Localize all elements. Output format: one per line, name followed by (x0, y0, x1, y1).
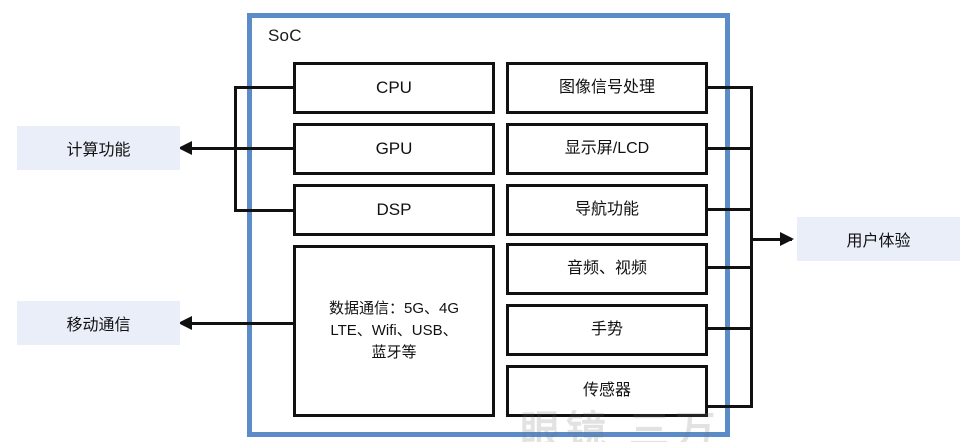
block-cpu[interactable]: CPU (293, 62, 495, 114)
compute-bus-stub-gpu (188, 147, 295, 150)
user-experience-wire (750, 238, 792, 241)
block-dsp[interactable]: DSP (293, 184, 495, 236)
ux-branch-display (706, 147, 753, 150)
label-mobile-communication[interactable]: 移动通信 (17, 301, 180, 345)
ux-branch-gesture (706, 327, 753, 330)
soc-container-box (247, 13, 730, 437)
label-user-experience[interactable]: 用户体验 (797, 217, 960, 261)
block-navigation[interactable]: 导航功能 (506, 184, 708, 236)
block-gesture[interactable]: 手势 (506, 304, 708, 356)
compute-arrow-head (178, 141, 192, 155)
block-image-signal-processing[interactable]: 图像信号处理 (506, 62, 708, 114)
block-sensor[interactable]: 传感器 (506, 365, 708, 417)
block-gpu[interactable]: GPU (293, 123, 495, 175)
ux-branch-av (706, 266, 753, 269)
ux-branch-sensor (706, 405, 753, 408)
label-compute-function[interactable]: 计算功能 (17, 126, 180, 170)
compute-bus-stub-cpu (234, 86, 295, 89)
block-data-communication[interactable]: 数据通信：5G、4G LTE、Wifi、USB、 蓝牙等 (293, 245, 495, 417)
mobile-comm-arrow-head (178, 316, 192, 330)
ux-branch-navigation (706, 208, 753, 211)
block-display-lcd[interactable]: 显示屏/LCD (506, 123, 708, 175)
user-experience-arrow-head (780, 232, 794, 246)
mobile-comm-wire (188, 322, 295, 325)
block-audio-video[interactable]: 音频、视频 (506, 243, 708, 295)
compute-bus-stub-dsp (234, 209, 295, 212)
user-experience-bus-vertical (750, 86, 753, 408)
ux-branch-isp (706, 86, 753, 89)
soc-container-label: SoC (268, 26, 302, 45)
